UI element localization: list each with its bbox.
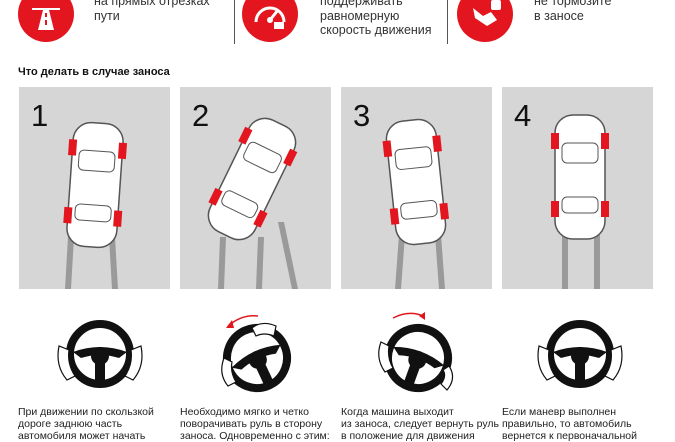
section-title: Что делать в случае заноса <box>18 66 170 78</box>
car-icon <box>551 114 609 240</box>
step-number: 2 <box>192 98 210 133</box>
car-icon <box>207 117 298 241</box>
tip-text: поддерживать равномерную скорость движен… <box>320 0 432 37</box>
car-icon <box>382 118 450 246</box>
step-number: 1 <box>31 98 49 133</box>
step-number: 4 <box>514 98 532 133</box>
step-number: 3 <box>353 98 371 133</box>
tip-no-braking: не тормозите в заносе <box>457 0 667 46</box>
brake-foot-icon <box>457 0 513 42</box>
steering-wheel-icon <box>45 306 155 396</box>
step-caption-1: При движении по скользкой дороге заднюю … <box>18 406 154 442</box>
divider <box>234 0 235 44</box>
step-panel-3: 3 <box>341 87 492 289</box>
step-panel-1: 1 <box>19 87 170 289</box>
steering-wheel-icon <box>363 306 473 396</box>
step-panel-2: 2 <box>180 87 331 289</box>
tip-steady-speed: поддерживать равномерную скорость движен… <box>242 0 442 46</box>
tip-straight-road: на прямых отрезках пути <box>18 0 218 46</box>
steering-wheel-icon <box>525 306 635 396</box>
step-caption-3: Когда машина выходит из заноса, следует … <box>341 406 499 442</box>
speedometer-icon <box>242 0 298 42</box>
step-panel-4: 4 <box>502 87 653 289</box>
road-icon <box>18 0 74 42</box>
car-icon <box>63 121 127 249</box>
tip-text: не тормозите в заносе <box>534 0 612 23</box>
tip-text: на прямых отрезках пути <box>94 0 210 23</box>
step-caption-4: Если маневр выполнен правильно, то автом… <box>502 406 637 442</box>
steering-wheel-icon <box>202 306 312 396</box>
step-caption-2: Необходимо мягко и четко поворачивать ру… <box>180 406 330 442</box>
divider <box>447 0 448 44</box>
